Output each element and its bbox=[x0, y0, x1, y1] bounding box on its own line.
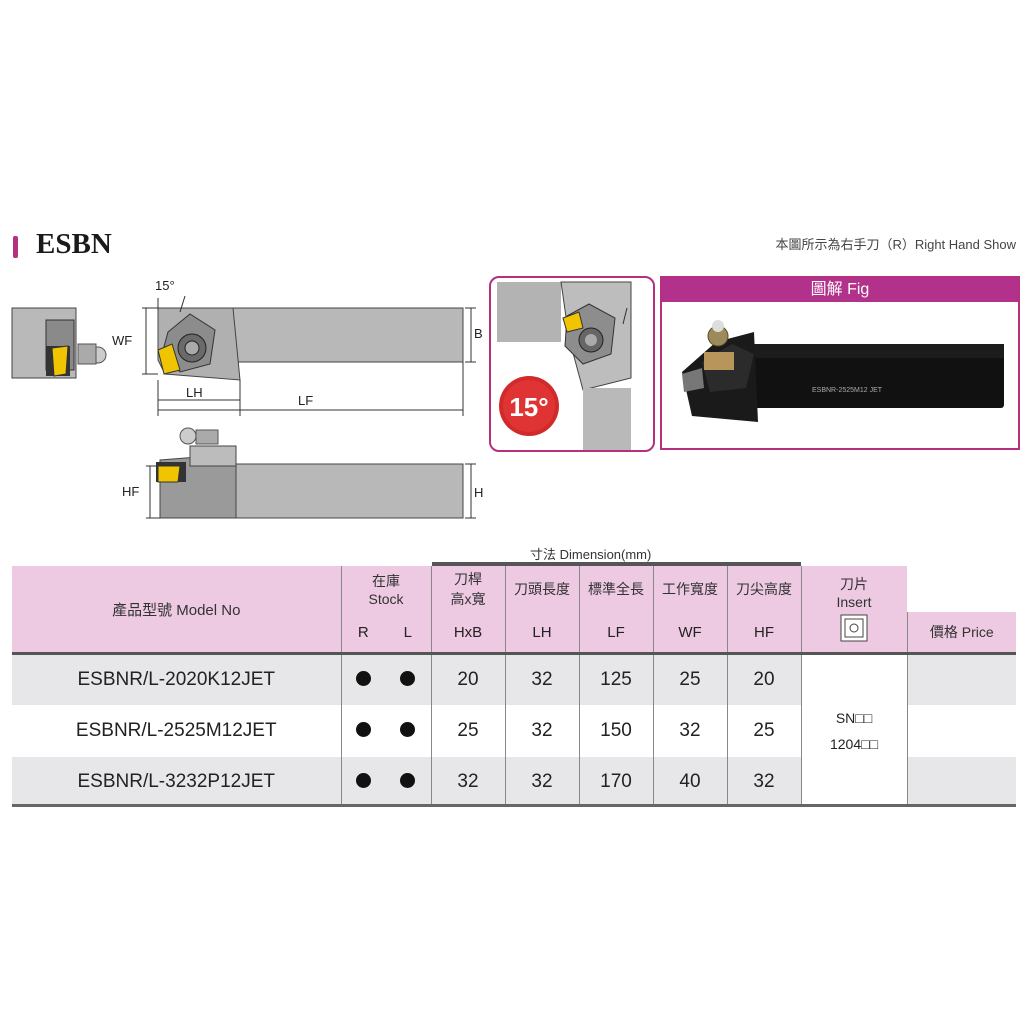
table-row: ESBNR/L-2020K12JET 20 32 125 25 20 SN□□ … bbox=[12, 655, 1016, 807]
lf-cell: 125 bbox=[578, 655, 653, 705]
wf-header: 工作寬度 bbox=[652, 566, 727, 612]
h-label: H bbox=[474, 485, 483, 500]
stock-dot bbox=[400, 773, 416, 788]
lf-cell: 150 bbox=[578, 705, 653, 757]
lf-code: LF bbox=[578, 612, 653, 652]
figure-panel: 圖解 Fig ESBNR-2525M12 JET bbox=[660, 276, 1020, 450]
figure-header: 圖解 Fig bbox=[662, 278, 1018, 302]
lh-cell: 32 bbox=[504, 705, 579, 757]
stock-l-header: L bbox=[385, 612, 431, 652]
page-title: ESBN bbox=[36, 228, 112, 260]
wf-code: WF bbox=[652, 612, 727, 652]
insert-icon bbox=[840, 614, 868, 641]
right-hand-note: 本圖所示為右手刀（R）Right Hand Show bbox=[775, 237, 1016, 252]
hxb-header-cn1: 刀桿 bbox=[454, 571, 482, 587]
price-header: 價格 Price bbox=[906, 612, 1016, 652]
angle-badge: 15° bbox=[509, 392, 548, 422]
hf-cell: 25 bbox=[726, 705, 801, 757]
stock-r-cell bbox=[340, 757, 385, 807]
wf-cell: 40 bbox=[652, 757, 727, 807]
insert-header-cn: 刀片 bbox=[840, 575, 868, 592]
insert-header: 刀片 Insert bbox=[800, 566, 907, 652]
tool-photo: ESBNR-2525M12 JET bbox=[662, 302, 1018, 448]
lf-header: 標準全長 bbox=[578, 566, 653, 612]
hxb-cell: 32 bbox=[430, 757, 505, 807]
wf-cell: 25 bbox=[652, 655, 727, 705]
stock-r-header: R bbox=[340, 612, 385, 652]
angle-detail-drawing: 15° bbox=[497, 281, 632, 450]
title-accent-bar bbox=[13, 236, 18, 258]
hf-code: HF bbox=[726, 612, 801, 652]
insert-header-en: Insert bbox=[836, 593, 872, 610]
side-view-bottom bbox=[146, 427, 476, 519]
hxb-code: HxB bbox=[430, 612, 505, 652]
angle-label: 15° bbox=[155, 278, 175, 293]
stock-dot bbox=[400, 671, 416, 686]
stock-l-cell bbox=[385, 705, 431, 757]
hf-label: HF bbox=[122, 484, 139, 499]
price-header-spacer bbox=[907, 566, 1016, 612]
price-cell bbox=[906, 655, 1016, 705]
table-bottom-rule bbox=[12, 804, 1016, 807]
b-label: B bbox=[474, 326, 483, 341]
lh-code: LH bbox=[504, 612, 579, 652]
lf-cell: 170 bbox=[578, 757, 653, 807]
model-cell: ESBNR/L-2020K12JET bbox=[77, 669, 276, 690]
lf-label: LF bbox=[298, 393, 313, 408]
stock-l-cell bbox=[385, 757, 431, 807]
hxb-cell: 25 bbox=[430, 705, 505, 757]
model-cell: ESBNR/L-2525M12JET bbox=[75, 720, 277, 741]
lh-cell: 32 bbox=[504, 757, 579, 807]
angle-detail-panel: 15° bbox=[489, 276, 655, 452]
spec-table: 產品型號 Model No 在庫 Stock 刀桿 高x寬 刀頭長度 標準全長 … bbox=[12, 566, 1016, 807]
stock-header: 在庫 Stock bbox=[340, 566, 431, 612]
top-view bbox=[142, 295, 476, 416]
wf-label: WF bbox=[112, 333, 132, 348]
stock-dot bbox=[355, 671, 371, 686]
stock-r-cell bbox=[340, 655, 385, 705]
lh-header: 刀頭長度 bbox=[504, 566, 579, 612]
insert-value-1: SN□□ bbox=[835, 710, 873, 726]
stock-r-cell bbox=[340, 705, 385, 757]
hf-cell: 32 bbox=[726, 757, 801, 807]
insert-value-2: 1204□□ bbox=[829, 736, 879, 752]
hf-header: 刀尖高度 bbox=[726, 566, 801, 612]
lh-label: LH bbox=[186, 385, 203, 400]
dimension-title: 寸法 Dimension(mm) bbox=[530, 547, 652, 562]
technical-drawing: 15° WF LH LF B HF H bbox=[11, 278, 483, 519]
wf-cell: 32 bbox=[652, 705, 727, 757]
price-cell bbox=[906, 705, 1016, 757]
stock-dot bbox=[355, 722, 371, 737]
hxb-header: 刀桿 高x寬 bbox=[430, 566, 505, 612]
hxb-header-cn2: 高x寬 bbox=[450, 591, 486, 607]
hf-cell: 20 bbox=[726, 655, 801, 705]
stock-header-en: Stock bbox=[368, 591, 404, 607]
insert-cell: SN□□ 1204□□ bbox=[800, 655, 907, 807]
stock-header-cn: 在庫 bbox=[372, 573, 400, 589]
side-view-small bbox=[11, 307, 107, 379]
stock-dot bbox=[400, 722, 416, 737]
price-cell bbox=[906, 757, 1016, 807]
stock-l-cell bbox=[385, 655, 431, 705]
model-cell: ESBNR/L-3232P12JET bbox=[77, 771, 276, 792]
tool-engraving: ESBNR-2525M12 JET bbox=[812, 387, 883, 394]
lh-cell: 32 bbox=[504, 655, 579, 705]
table-divider bbox=[12, 652, 1016, 655]
hxb-cell: 20 bbox=[430, 655, 505, 705]
stock-dot bbox=[355, 773, 371, 788]
model-header: 產品型號 Model No bbox=[12, 566, 341, 652]
dimension-bar bbox=[432, 562, 801, 566]
